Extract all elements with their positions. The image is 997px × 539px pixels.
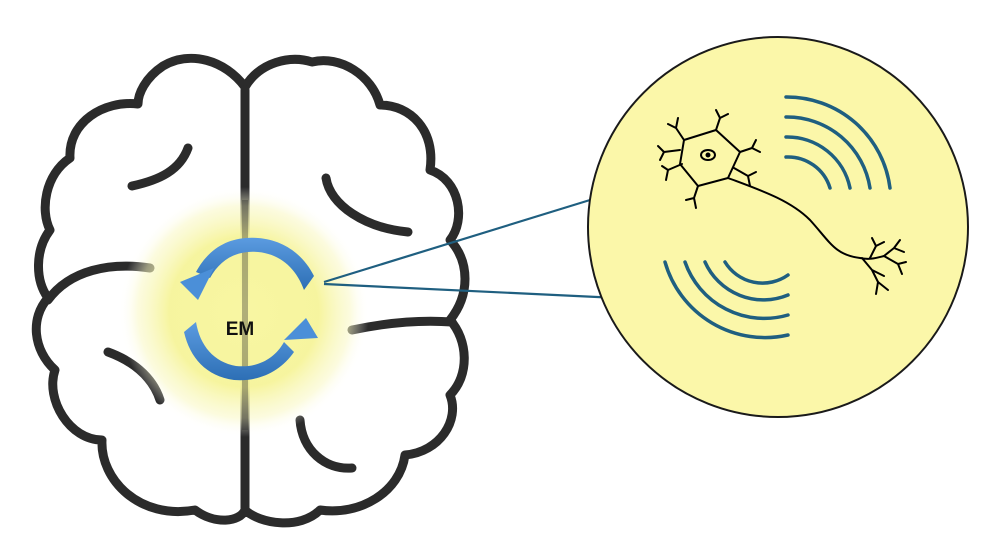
cycle-arrows-icon — [180, 237, 318, 381]
connector-line-upper — [323, 198, 591, 284]
wave-icon — [784, 95, 892, 190]
connector-line-lower — [323, 282, 619, 300]
em-label: EM — [226, 319, 255, 340]
neuron-icon — [657, 109, 907, 295]
em-glow — [119, 187, 369, 437]
brain-fold-right-lower — [295, 415, 357, 473]
wave-icon — [663, 260, 790, 340]
zoom-circle — [587, 36, 969, 418]
brain-fold-left-upper — [127, 143, 193, 191]
brain-fold-right-upper — [321, 173, 413, 237]
